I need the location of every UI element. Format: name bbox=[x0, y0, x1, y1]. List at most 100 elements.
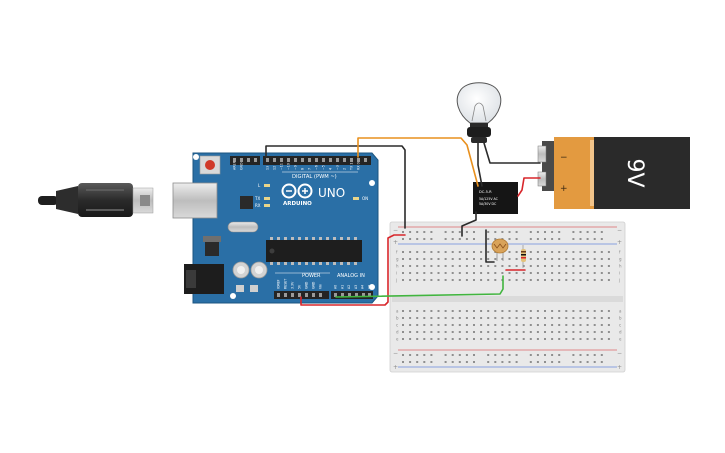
breadboard-hole bbox=[494, 331, 497, 333]
breadboard-hole bbox=[593, 231, 596, 233]
breadboard-hole bbox=[544, 231, 546, 233]
breadboard-hole bbox=[473, 265, 475, 267]
breadboard-hole bbox=[558, 310, 561, 312]
breadboard-hole bbox=[402, 361, 404, 363]
digital-pin-label: 8 bbox=[301, 168, 305, 170]
breadboard-hole bbox=[508, 324, 511, 326]
digital-pin-label: ~9 bbox=[294, 165, 298, 170]
breadboard-hole bbox=[409, 361, 412, 363]
breadboard-hole bbox=[515, 265, 518, 267]
breadboard-hole bbox=[480, 279, 483, 281]
breadboard-hole bbox=[423, 338, 426, 340]
breadboard-hole bbox=[451, 310, 454, 312]
breadboard-hole bbox=[536, 258, 539, 260]
digital-pin-label: ~6 bbox=[315, 165, 319, 170]
breadboard-hole bbox=[451, 324, 454, 326]
breadboard-row-letter: h bbox=[619, 264, 622, 269]
breadboard-hole bbox=[444, 317, 447, 319]
wire-relay-black bbox=[461, 211, 477, 237]
relay-line-1: DC-5-R bbox=[479, 190, 492, 194]
breadboard-hole bbox=[416, 361, 419, 363]
breadboard-hole bbox=[529, 272, 532, 274]
analog-header bbox=[331, 291, 373, 299]
breadboard-hole bbox=[522, 324, 525, 326]
breadboard-hole bbox=[551, 331, 554, 333]
breadboard-hole bbox=[558, 338, 561, 340]
breadboard-hole bbox=[473, 338, 475, 340]
breadboard-hole bbox=[458, 258, 461, 260]
breadboard-hole bbox=[565, 310, 568, 312]
breadboard-row-letter: j bbox=[618, 278, 620, 283]
breadboard-hole bbox=[558, 361, 561, 363]
breadboard-hole bbox=[600, 361, 603, 363]
breadboard-hole bbox=[487, 272, 490, 274]
analog-pin-label: A5 bbox=[368, 285, 372, 289]
breadboard-hole bbox=[551, 361, 554, 363]
breadboard-hole bbox=[558, 258, 561, 260]
breadboard-hole bbox=[536, 265, 539, 267]
analog-pin-label: A4 bbox=[361, 285, 365, 289]
breadboard-hole bbox=[430, 258, 433, 260]
breadboard-hole bbox=[494, 238, 497, 240]
breadboard-hole bbox=[402, 338, 404, 340]
breadboard-hole bbox=[508, 279, 511, 281]
breadboard-hole bbox=[529, 310, 532, 312]
arduino-model: UNO bbox=[318, 186, 345, 200]
breadboard-hole bbox=[444, 324, 447, 326]
breadboard-hole bbox=[451, 231, 454, 233]
breadboard-hole bbox=[480, 272, 483, 274]
digital-pin-label: ~10 bbox=[287, 163, 291, 170]
breadboard-hole bbox=[572, 265, 575, 267]
breadboard-hole bbox=[416, 258, 419, 260]
breadboard-hole bbox=[508, 361, 511, 363]
breadboard-hole bbox=[565, 279, 568, 281]
breadboard-hole bbox=[536, 338, 539, 340]
analog-pin-label: A3 bbox=[354, 285, 358, 289]
breadboard-hole bbox=[501, 354, 504, 356]
breadboard-hole bbox=[437, 310, 440, 312]
breadboard-hole bbox=[480, 310, 483, 312]
breadboard-hole bbox=[402, 258, 404, 260]
arduino-logo bbox=[281, 183, 313, 199]
breadboard-hole bbox=[593, 265, 596, 267]
breadboard-hole bbox=[579, 272, 582, 274]
relay-line-2: 5A/125V AC bbox=[479, 197, 499, 201]
breadboard-hole bbox=[409, 331, 412, 333]
breadboard-hole bbox=[600, 258, 603, 260]
breadboard-hole bbox=[473, 310, 475, 312]
voltage-regulator bbox=[205, 242, 219, 256]
breadboard-hole bbox=[522, 265, 525, 267]
breadboard-hole bbox=[402, 231, 404, 233]
breadboard-hole bbox=[430, 354, 433, 356]
breadboard-hole bbox=[416, 317, 419, 319]
breadboard-hole bbox=[458, 279, 461, 281]
breadboard-hole bbox=[600, 265, 603, 267]
status-leds: L TX RX ON bbox=[254, 183, 368, 208]
svg-text:−: − bbox=[393, 350, 398, 357]
breadboard-hole bbox=[600, 279, 603, 281]
arduino-brand: ARDUINO bbox=[283, 201, 312, 207]
digital-pin-label: 12 bbox=[273, 166, 277, 170]
breadboard-hole bbox=[508, 331, 511, 333]
svg-text:+: + bbox=[617, 364, 622, 371]
breadboard-row-letter: f bbox=[619, 250, 621, 255]
breadboard-hole bbox=[529, 231, 532, 233]
breadboard-hole bbox=[593, 272, 596, 274]
breadboard-hole bbox=[515, 238, 518, 240]
breadboard-hole bbox=[480, 265, 483, 267]
usb-chip bbox=[240, 196, 253, 209]
breadboard-hole bbox=[444, 272, 447, 274]
breadboard-hole bbox=[551, 354, 554, 356]
breadboard-hole bbox=[458, 354, 461, 356]
breadboard-hole bbox=[536, 251, 539, 253]
breadboard-hole bbox=[579, 324, 582, 326]
breadboard-hole bbox=[558, 331, 561, 333]
breadboard-hole bbox=[551, 338, 554, 340]
breadboard-row-letter: c bbox=[619, 323, 621, 328]
breadboard-hole bbox=[409, 265, 412, 267]
breadboard-hole bbox=[607, 258, 610, 260]
breadboard-hole bbox=[551, 265, 554, 267]
breadboard-hole bbox=[607, 272, 610, 274]
breadboard-hole bbox=[572, 338, 575, 340]
